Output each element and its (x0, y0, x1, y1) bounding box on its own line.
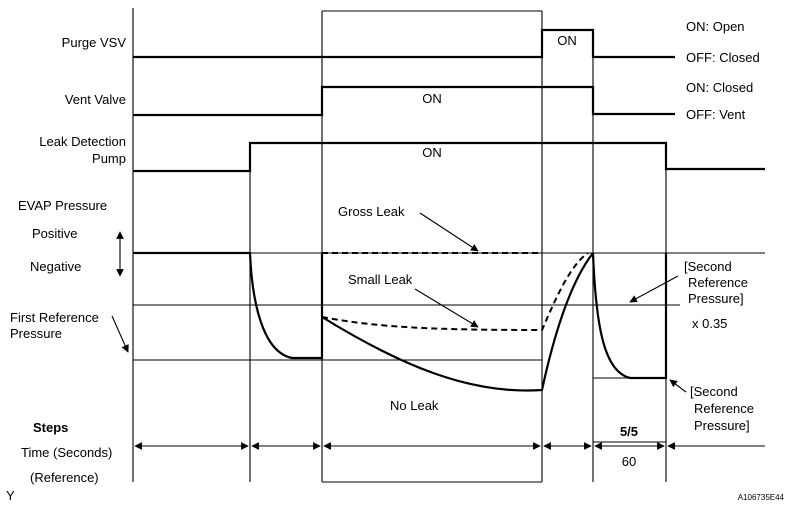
purge-on-label: ON (557, 33, 577, 48)
no-leak-label: No Leak (390, 398, 439, 413)
no-leak-curve (321, 252, 594, 392)
time-value: 60 (622, 454, 636, 469)
gross-leak-pointer (419, 212, 479, 252)
vent-off-state: OFF: Vent (686, 107, 746, 122)
step-value: 5/5 (620, 424, 638, 439)
second-ref-scaled-line4: x 0.35 (692, 316, 727, 331)
pump-label-line1: Leak Detection (39, 134, 126, 149)
vent-valve-label: Vent Valve (65, 92, 126, 107)
gross-leak-label: Gross Leak (338, 204, 405, 219)
purge-off-state: OFF: Closed (686, 50, 760, 65)
purge-vsv-label: Purge VSV (62, 35, 127, 50)
negative-label: Negative (30, 259, 81, 274)
second-ref-scaled-pointer (629, 275, 679, 303)
first-ref-pressure-trace (133, 251, 324, 360)
small-leak-pointer (414, 288, 479, 328)
steps-label: Steps (33, 420, 68, 435)
first-ref-label-line2: Pressure (10, 326, 62, 341)
pump-signal (133, 141, 765, 173)
time-label: Time (Seconds) (21, 445, 112, 460)
second-ref-pointer (669, 379, 687, 393)
vent-on-state: ON: Closed (686, 80, 753, 95)
second-ref-scaled-line3: Pressure] (688, 291, 744, 306)
corner-mark: Y (6, 488, 15, 503)
vent-on-label: ON (422, 91, 442, 106)
purge-vsv-signal (133, 28, 675, 59)
pump-on-label: ON (422, 145, 442, 160)
first-ref-label-line1: First Reference (10, 310, 99, 325)
first-ref-pointer (111, 315, 129, 353)
purge-on-state: ON: Open (686, 19, 745, 34)
reference-label: (Reference) (30, 470, 99, 485)
small-leak-curve (321, 252, 589, 332)
positive-label: Positive (32, 226, 78, 241)
small-leak-label: Small Leak (348, 272, 413, 287)
pump-label-line2: Pump (92, 151, 126, 166)
second-ref-scaled-line1: [Second (684, 259, 732, 274)
second-ref-line1: [Second (690, 384, 738, 399)
second-ref-line3: Pressure] (694, 418, 750, 433)
evap-pressure-label: EVAP Pressure (18, 198, 107, 213)
second-ref-line2: Reference (694, 401, 754, 416)
vent-valve-signal (133, 85, 675, 117)
second-ref-pressure-trace (591, 252, 668, 380)
second-ref-scaled-line2: Reference (688, 275, 748, 290)
figure-id: A106735E44 (738, 493, 785, 502)
